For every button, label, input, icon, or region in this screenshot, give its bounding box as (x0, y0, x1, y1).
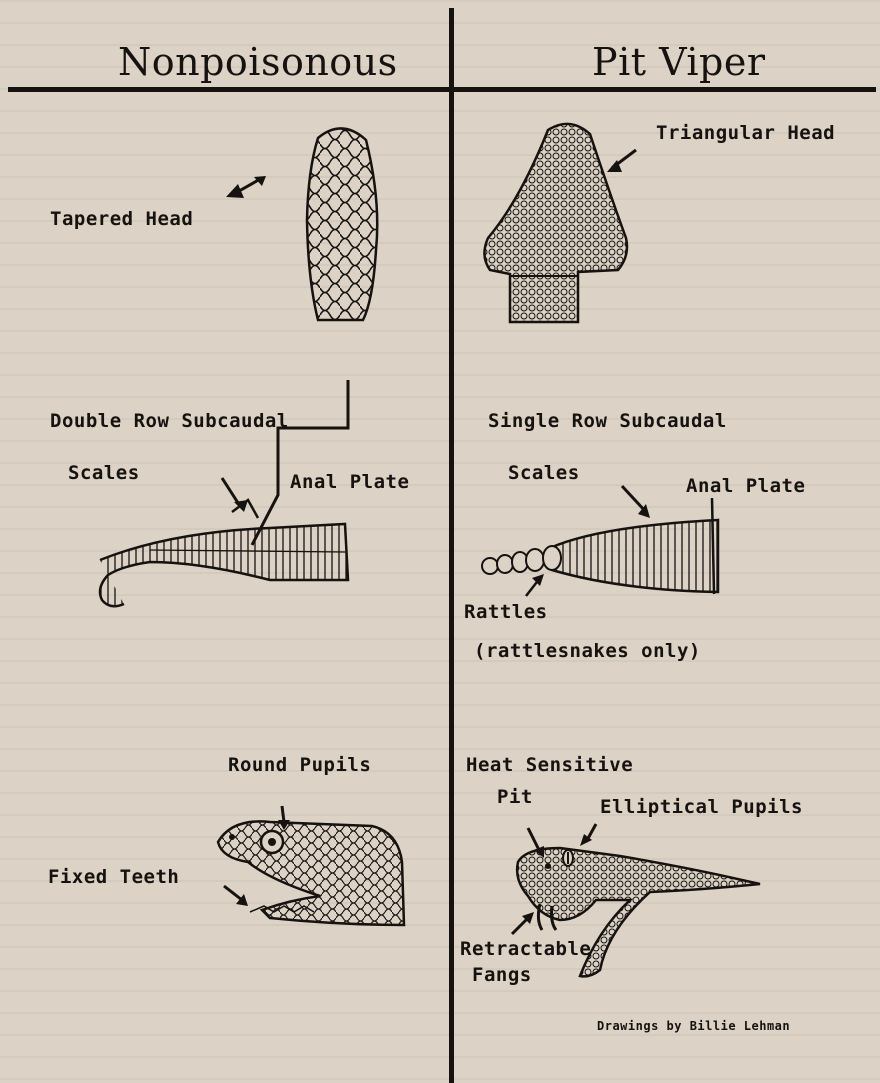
single-row-tail-drawing (482, 486, 718, 596)
tapered-head-drawing (226, 128, 377, 320)
round-pupil-head-drawing (218, 806, 404, 925)
triangular-head-drawing (484, 124, 636, 322)
elliptical-pupil-head-drawing (512, 824, 760, 976)
double-row-tail-drawing (100, 380, 348, 606)
